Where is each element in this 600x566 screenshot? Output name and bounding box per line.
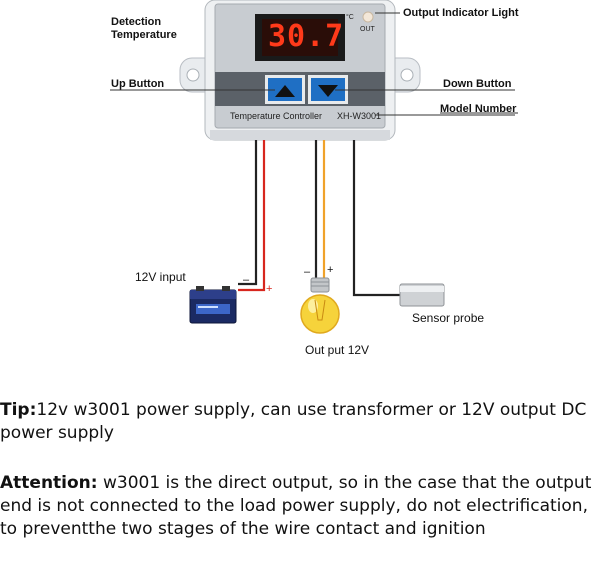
power-wire-black [238, 140, 258, 286]
label-detection-temperature: Detection Temperature [111, 16, 177, 41]
attention-label: Attention: [0, 473, 98, 493]
panel-name: Temperature Controller [230, 111, 323, 121]
label-down-button: Down Button [443, 78, 512, 90]
left-ear-hole [186, 68, 200, 82]
attention-text: w3001 is the direct output, so in the ca… [0, 473, 592, 539]
tip-label: Tip: [0, 400, 37, 420]
output-indicator-led [362, 11, 374, 23]
battery-minus-mark: – [243, 274, 250, 286]
tip-text: 12v w3001 power supply, can use transfor… [0, 400, 587, 443]
bulb-plus-mark: + [327, 264, 334, 276]
power-wire-red [238, 140, 266, 292]
label-12v-input: 12V input [135, 270, 186, 284]
wiring-diagram [110, 0, 518, 334]
sensor-probe-icon [399, 283, 445, 307]
lcd-inner [262, 19, 338, 56]
label-sensor-probe: Sensor probe [412, 311, 485, 325]
battery-plus-mark: + [266, 283, 273, 295]
label-model-number: Model Number [440, 103, 517, 115]
controller-bottom-shadow [210, 130, 390, 140]
right-ear-hole [400, 68, 414, 82]
label-output-12v: Out put 12V [305, 343, 370, 357]
tip-note: Tip:12v w3001 power supply, can use tran… [0, 399, 600, 445]
label-output-indicator: Output Indicator Light [403, 7, 519, 19]
light-bulb-icon [300, 277, 340, 334]
battery-icon [189, 286, 237, 324]
model-text: XH-W3001 [337, 111, 382, 121]
display-value: 30.7 [268, 19, 345, 54]
down-arrow-icon [318, 85, 338, 97]
sensor-wire [352, 140, 400, 297]
attention-note: Attention: w3001 is the direct output, s… [0, 472, 600, 541]
up-arrow-icon [275, 85, 295, 97]
unit-label: °C [346, 14, 354, 21]
bulb-minus-mark: – [304, 266, 311, 278]
out-label: OUT [360, 26, 375, 33]
label-up-button: Up Button [111, 78, 165, 90]
